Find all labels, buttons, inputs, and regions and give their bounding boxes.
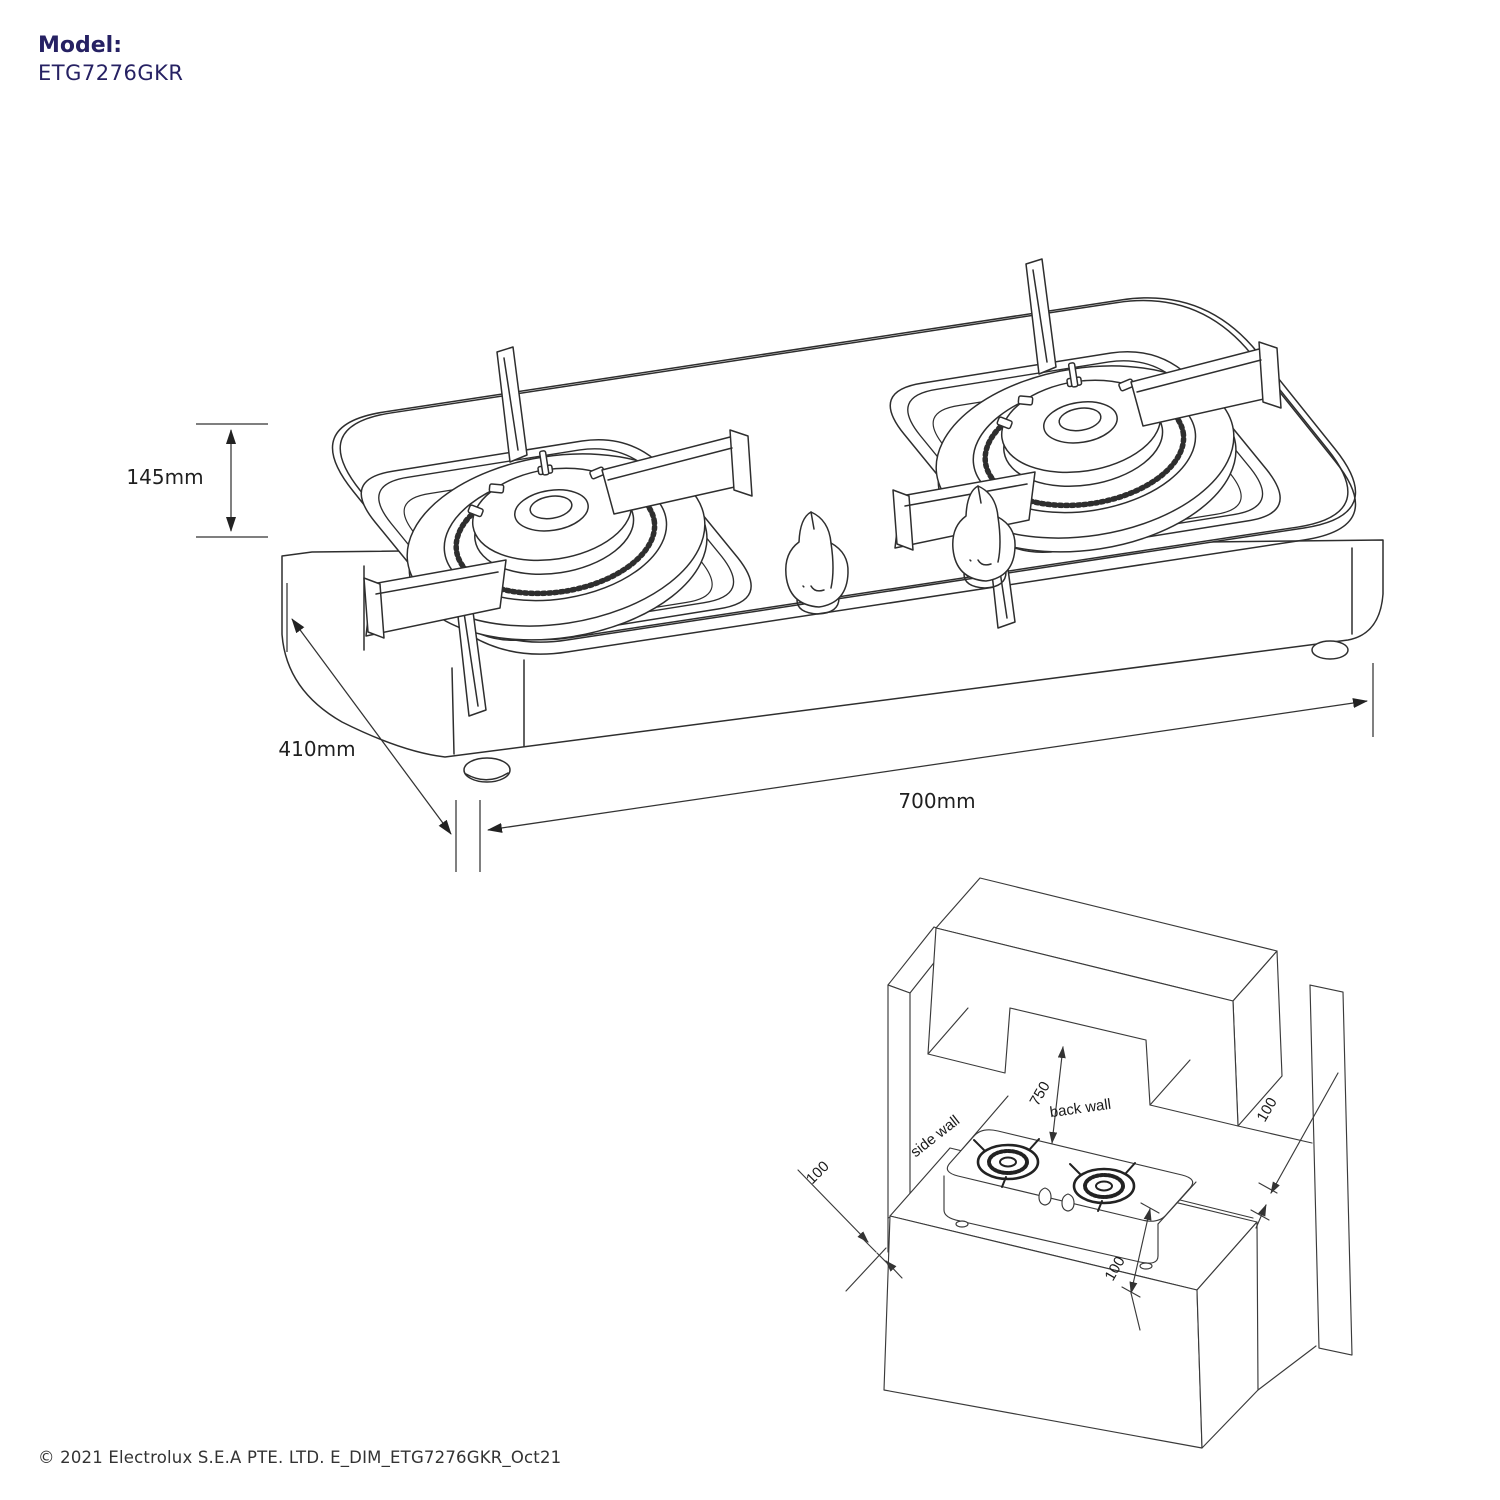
side-clearance-label: 100 [803,1158,833,1188]
back-wall-panel [1237,984,1353,1391]
hood [927,877,1283,1127]
dimension-depth [286,583,457,872]
dimension-height [196,423,268,538]
product-drawing [281,258,1384,783]
clearance-side [797,1169,903,1292]
installation-diagram [797,877,1353,1449]
hob-foot-right [1311,640,1349,660]
clearance-back [1250,1072,1339,1229]
model-header: Model: ETG7276GKR [38,32,183,86]
dimension-height-label: 145mm [126,465,203,489]
dimension-width-label: 700mm [898,789,975,813]
dimension-depth-label: 410mm [278,737,355,761]
mini-hob [943,1129,1197,1270]
back-wall-label: back wall [1049,1096,1112,1121]
model-number: ETG7276GKR [38,60,184,85]
dimension-width [479,663,1374,872]
clearance-front [1121,1202,1160,1331]
model-label: Model: [38,33,123,58]
hob-foot-left [463,757,511,783]
copyright-footer: © 2021 Electrolux S.E.A PTE. LTD. E_DIM_… [38,1448,562,1467]
clearance-hood [1049,1046,1066,1144]
